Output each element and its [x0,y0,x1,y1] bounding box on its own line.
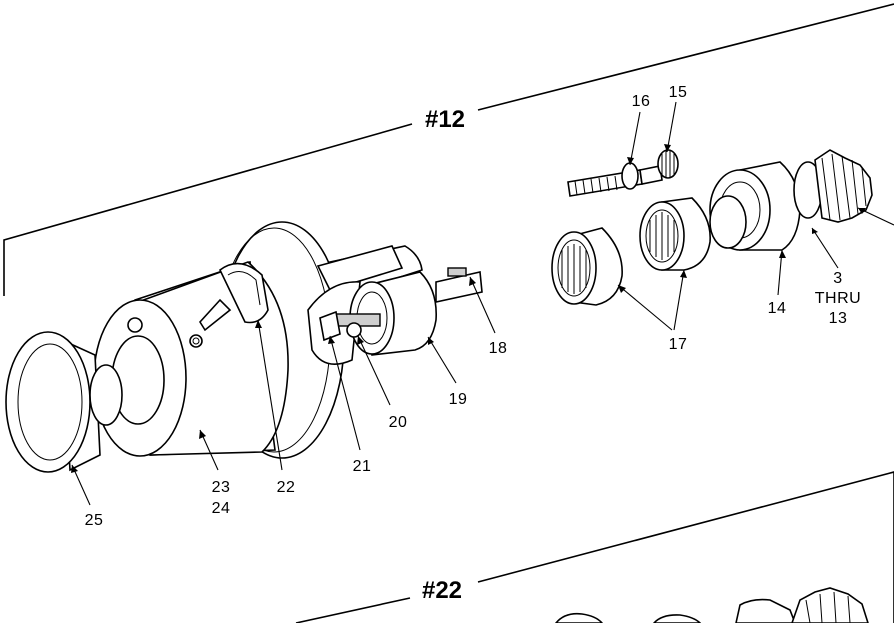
callout-18: 18 [489,340,508,357]
callout-25: 25 [85,512,104,529]
callout-16: 16 [632,93,651,110]
group-title-22: #22 [422,577,462,604]
group-title-12: #12 [425,106,465,133]
cutaway-assembly-19-21 [307,267,483,366]
group-bracket-22 [295,471,894,623]
group-bracket-12 [3,3,894,296]
callout-19: 19 [449,391,468,408]
callout-17: 17 [669,336,688,353]
callout-13: 13 [829,310,848,327]
bearing-housing-part-14 [709,161,801,251]
needle-bearing-part-17-a [551,227,623,306]
screw-part-16 [567,162,663,197]
group-22-parts-partial [554,587,869,623]
thumb-screw-part-22 [199,262,269,332]
callout-23: 23 [212,479,231,496]
knurled-nut-part-15 [657,149,679,179]
knob-part-25 [5,331,123,473]
callout-22: 22 [277,479,296,496]
leader-lines [71,101,894,506]
callout-3: 3 [833,270,842,287]
housing-part-23-24 [93,221,423,459]
bevel-gear-part-3-13 [793,149,873,223]
callout-21: 21 [353,458,372,475]
callout-3-thru: THRU [815,290,861,307]
needle-bearing-part-17-b [639,197,711,271]
callout-14: 14 [768,300,787,317]
callout-20: 20 [389,414,408,431]
callout-15: 15 [669,84,688,101]
callout-24: 24 [212,500,231,517]
